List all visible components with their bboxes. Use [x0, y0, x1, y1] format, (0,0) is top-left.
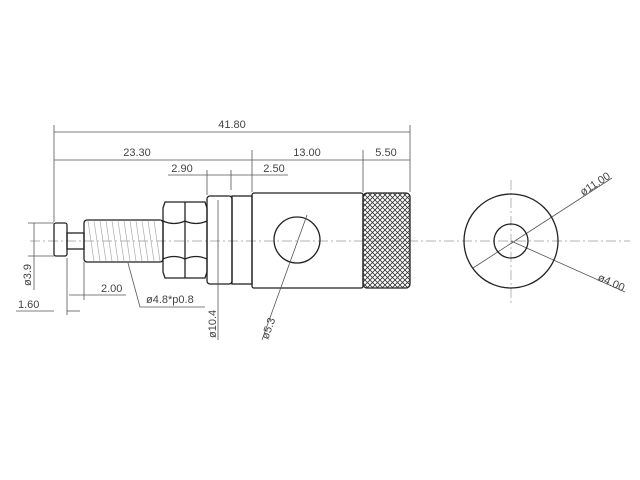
- thread-line: [87, 220, 95, 262]
- thread: [83, 219, 164, 263]
- outer-circle: [463, 193, 559, 289]
- dim-pin-diameter: ø3.9: [22, 264, 34, 286]
- thread-line: [99, 220, 107, 262]
- thread-line: [111, 220, 119, 262]
- dim-thread-spec: ø4.8*p0.8: [146, 294, 194, 306]
- thread-line: [93, 220, 101, 262]
- dim-outer-diameter: ø11.00: [578, 170, 613, 198]
- body: [251, 192, 364, 289]
- dimensions: 41.80 23.30 13.00 5.50 2.90 2.50 ø3.9 1.…: [16, 119, 626, 341]
- dim-collar-width: 2.90: [171, 163, 192, 175]
- thread-line: [117, 220, 125, 262]
- side-view: [53, 192, 411, 289]
- dim-neck-length: 2.00: [101, 283, 122, 295]
- end-view: ø11.00 ø4.00: [463, 170, 627, 294]
- groove-ring: [231, 195, 253, 285]
- thread-line: [153, 220, 161, 262]
- thread-line: [129, 220, 137, 262]
- pin-head: [53, 222, 68, 257]
- hex-nut: [162, 201, 208, 279]
- dim-to-body-length: 23.30: [123, 147, 151, 159]
- dim-collar-diameter: ø10.4: [207, 310, 219, 338]
- dim-inner-diameter: ø4.00: [596, 272, 627, 294]
- thread-line: [135, 220, 143, 262]
- collar: [206, 195, 233, 285]
- thread-line: [147, 220, 155, 262]
- cross-hole: [273, 216, 321, 264]
- knurled-cap: [362, 192, 411, 289]
- dim-knurl-length: 5.50: [375, 147, 396, 159]
- dim-overall-length: 41.80: [218, 119, 246, 131]
- thread-line: [105, 220, 113, 262]
- thread-line: [123, 220, 131, 262]
- inner-circle: [493, 223, 529, 259]
- dim-cross-hole-diameter: ø5.3: [260, 316, 279, 341]
- dim-body-length: 13.00: [293, 147, 321, 159]
- thread-line: [141, 220, 149, 262]
- dim-pin-head-length: 1.60: [18, 299, 39, 311]
- dim-groove-width: 2.50: [263, 163, 284, 175]
